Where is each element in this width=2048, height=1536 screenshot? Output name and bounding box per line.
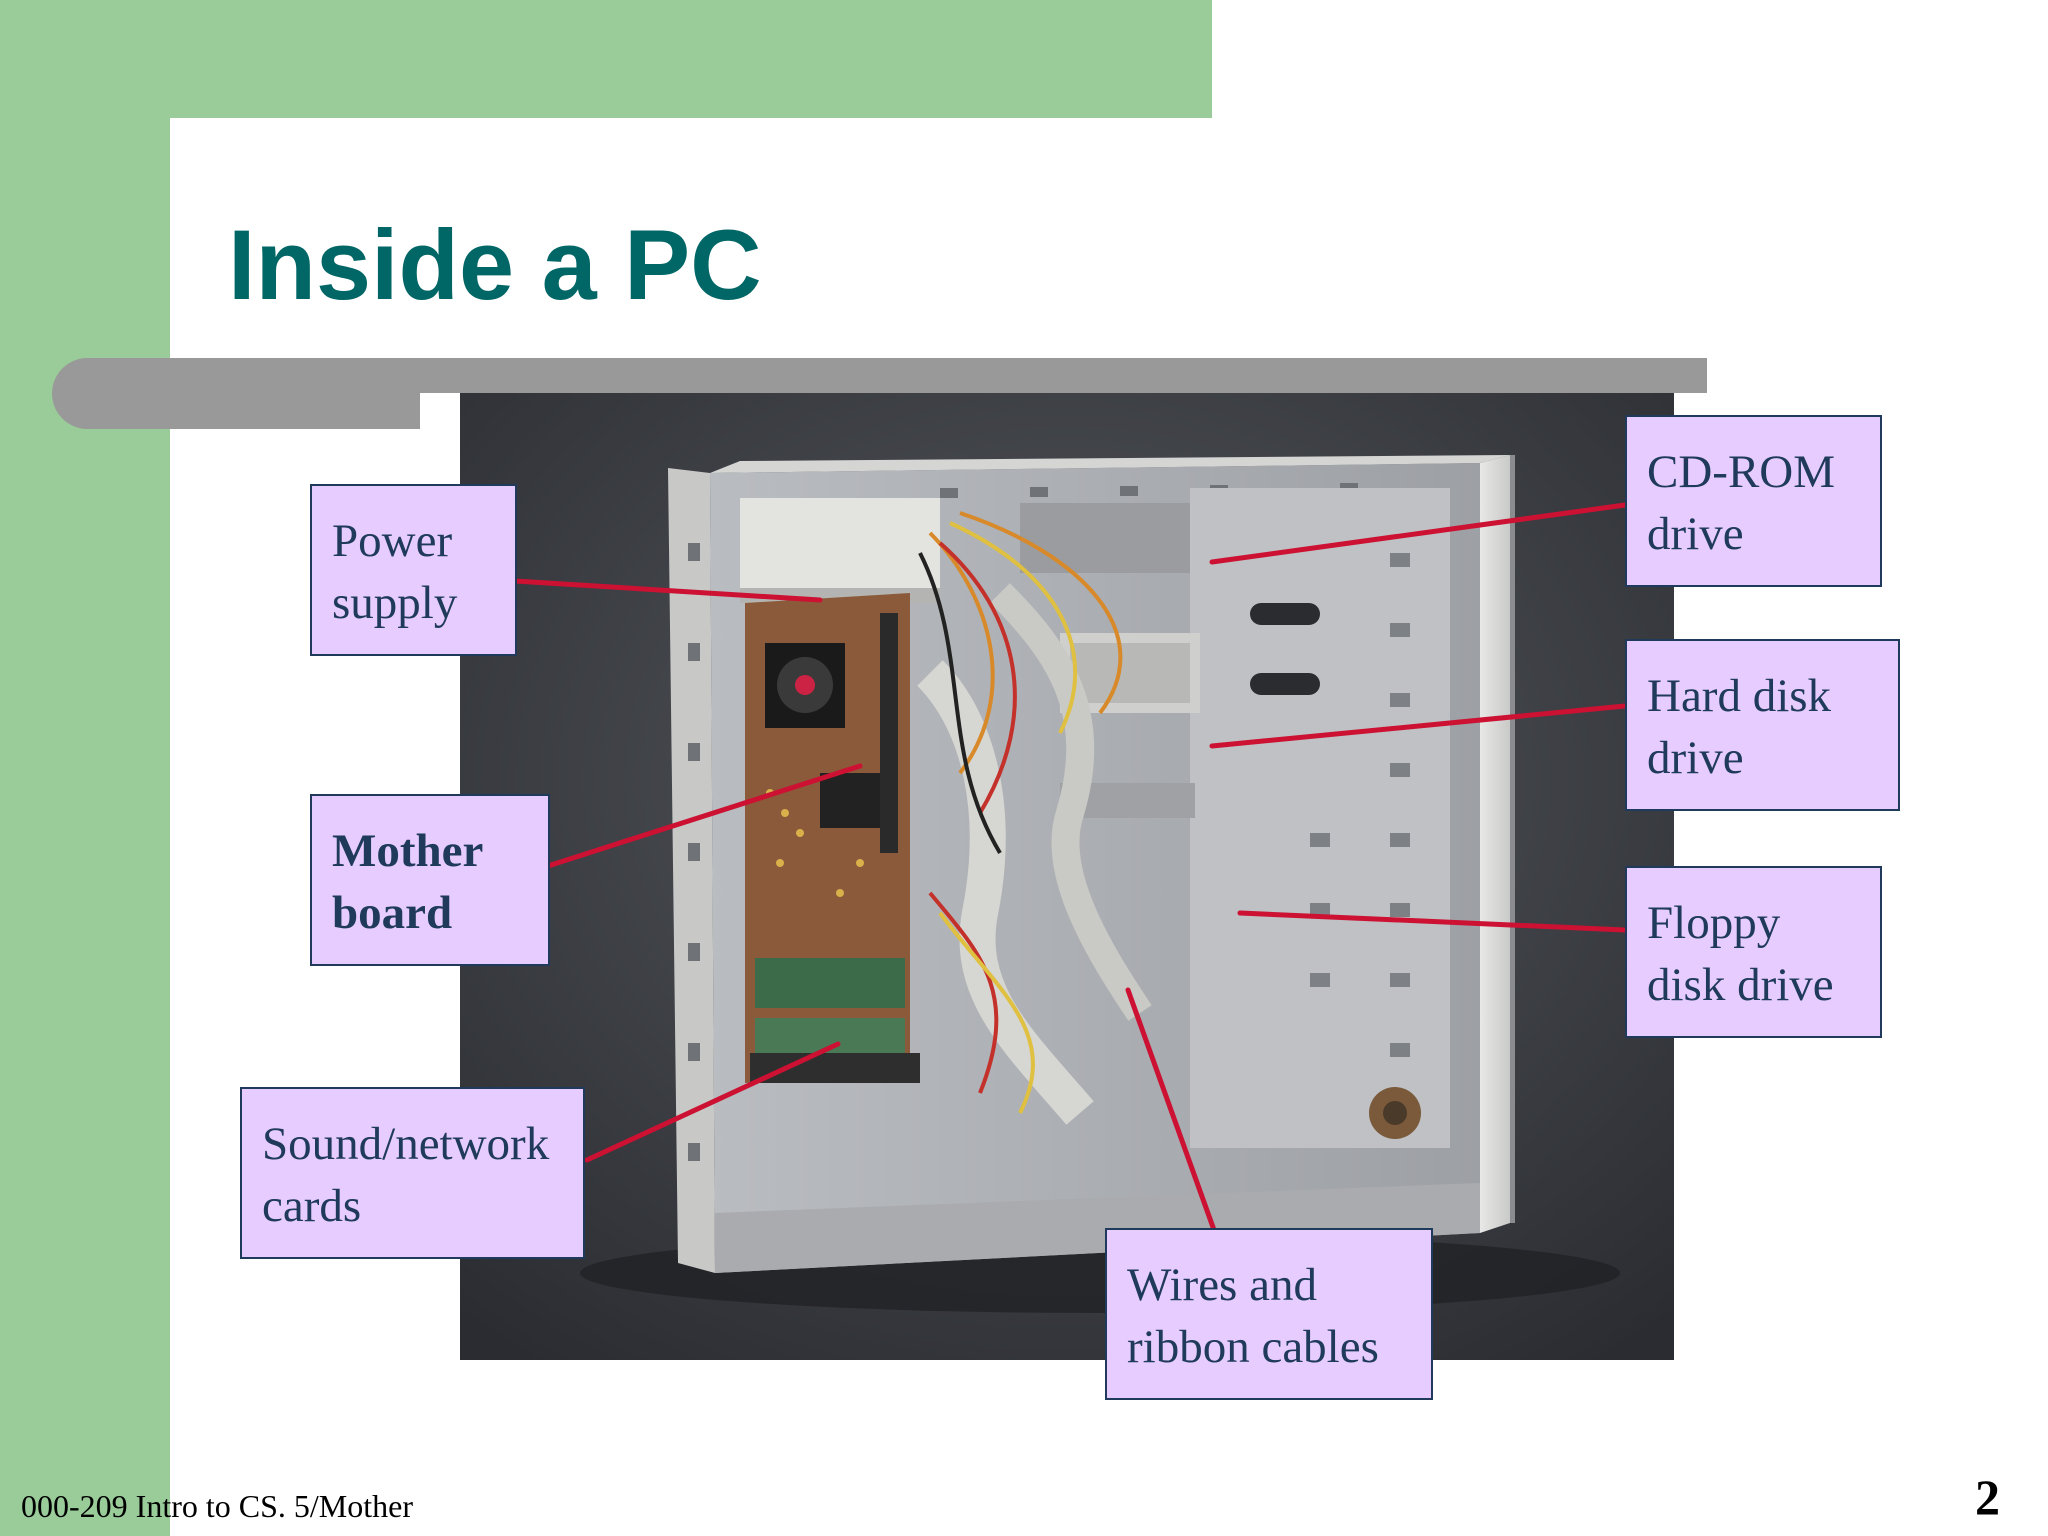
callout-line-hard-disk xyxy=(1209,703,1628,749)
slide-title: Inside a PC xyxy=(228,209,762,320)
label-hard-disk-drive: Hard disk drive xyxy=(1625,639,1900,811)
label-power-supply: Power supply xyxy=(310,484,517,656)
label-floppy-line2: disk drive xyxy=(1647,959,1834,1011)
label-cd-rom-line1: CD-ROM xyxy=(1647,446,1836,498)
label-cd-rom-line2: drive xyxy=(1647,508,1744,560)
callout-line-mother-board xyxy=(545,763,863,869)
page-number: 2 xyxy=(1975,1469,2000,1525)
label-mother-board: Mother board xyxy=(310,794,550,966)
label-mother-board-line2: board xyxy=(332,887,453,939)
pc-interior-photo xyxy=(460,393,1674,1360)
callout-line-cd-rom xyxy=(1209,502,1628,565)
slide-footer: 000-209 Intro to CS. 5/Mother xyxy=(21,1488,413,1524)
label-hard-disk-line1: Hard disk xyxy=(1647,670,1832,722)
callout-line-power-supply xyxy=(512,578,823,603)
label-power-supply-line2: supply xyxy=(332,577,458,629)
label-wires-line1: Wires and xyxy=(1127,1259,1317,1311)
label-floppy-disk-drive: Floppy disk drive xyxy=(1625,866,1882,1038)
label-sound-network-cards: Sound/network cards xyxy=(240,1087,585,1259)
green-background-left xyxy=(0,0,170,1536)
title-underline-bar xyxy=(420,358,1707,393)
green-background-top xyxy=(0,0,1212,118)
label-wires-line2: ribbon cables xyxy=(1127,1321,1379,1373)
label-hard-disk-line2: drive xyxy=(1647,732,1744,784)
label-wires-ribbon-cables: Wires and ribbon cables xyxy=(1105,1228,1433,1400)
title-underline-pill xyxy=(52,358,420,429)
label-sound-network-line1: Sound/network xyxy=(262,1118,550,1170)
label-cd-rom-drive: CD-ROM drive xyxy=(1625,415,1882,587)
label-sound-network-line2: cards xyxy=(262,1180,362,1232)
callout-line-floppy xyxy=(1237,910,1628,933)
label-power-supply-line1: Power xyxy=(332,515,453,567)
callout-line-wires xyxy=(1125,987,1217,1233)
callout-line-sound-network xyxy=(584,1041,841,1163)
label-floppy-line1: Floppy xyxy=(1647,897,1781,949)
label-mother-board-line1: Mother xyxy=(332,825,484,877)
